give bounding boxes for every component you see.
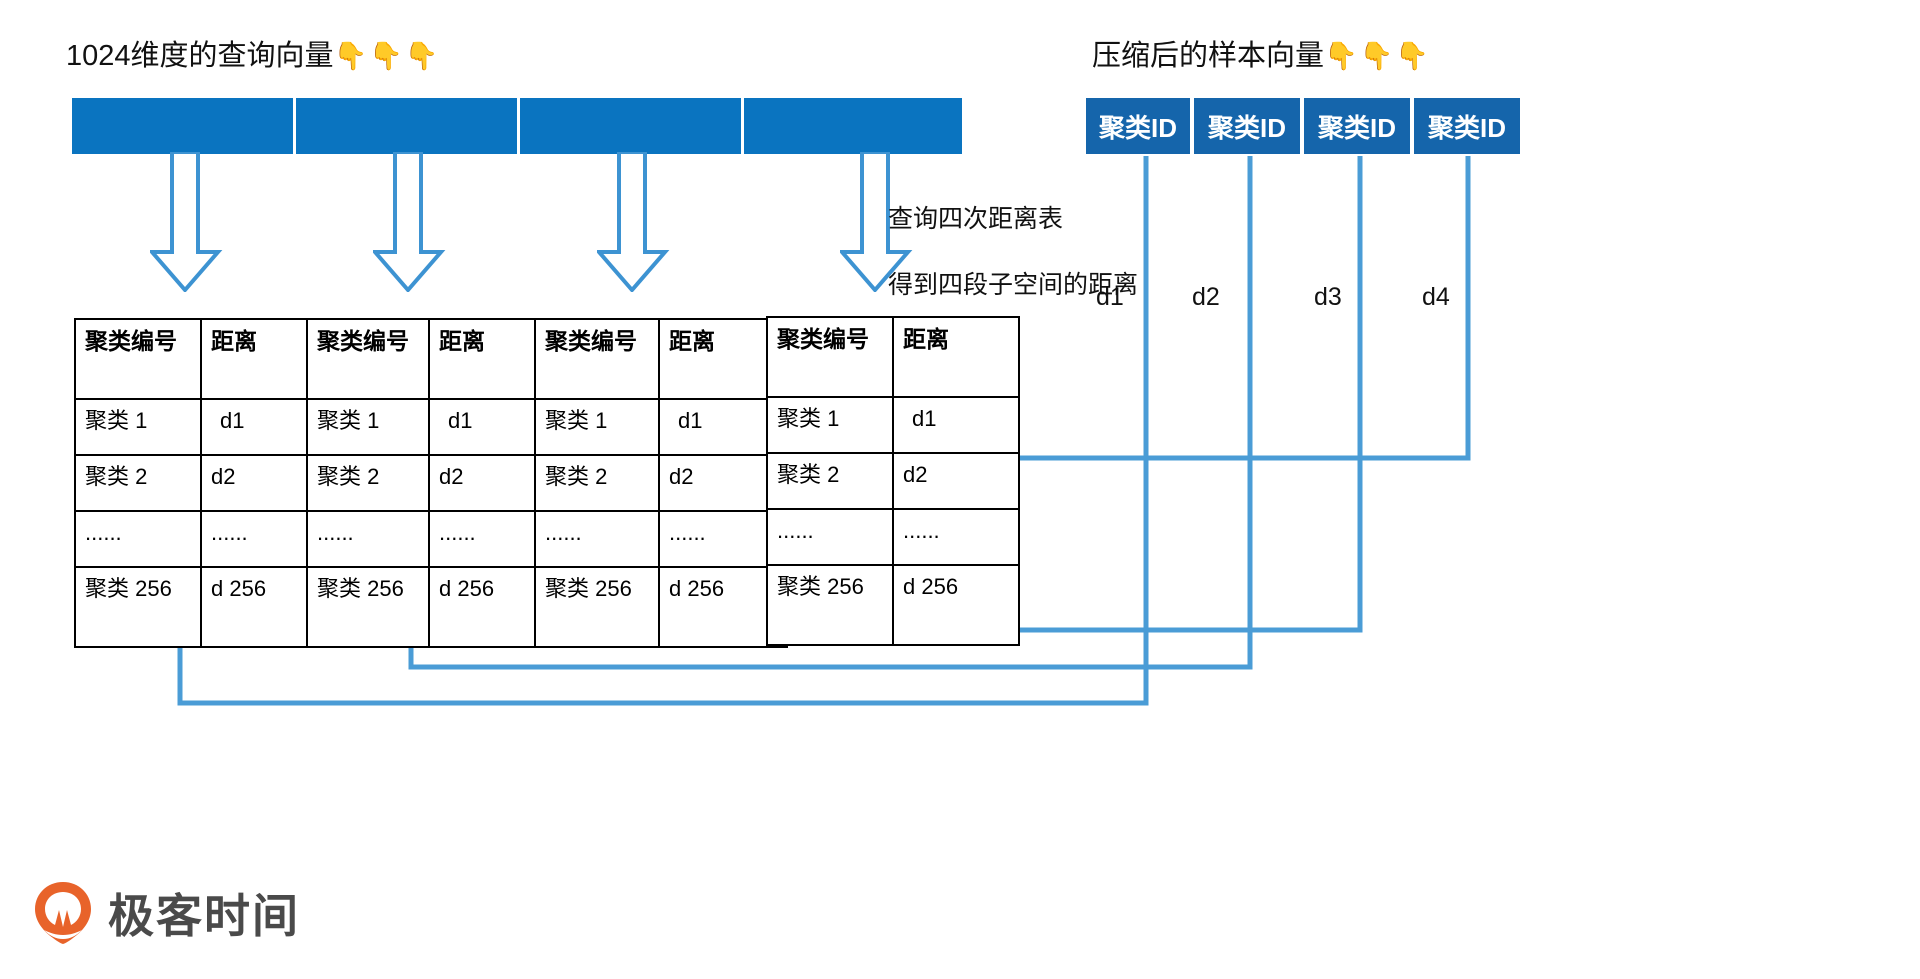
table-row: 聚类 1 d1 — [74, 398, 324, 456]
query-note: 查询四次距离表 得到四段子空间的距离 — [888, 170, 1138, 335]
compressed-vector-title-text: 压缩后的样本向量 — [1092, 40, 1325, 72]
cell-cluster: 聚类 2 — [74, 454, 202, 512]
connector-cell4-to-table4 — [985, 156, 1471, 478]
connector-cell1-to-table1 — [160, 156, 1149, 706]
cell-distance: d2 — [892, 452, 1020, 510]
cell-distance: d 256 — [200, 566, 324, 648]
distance-table-2: 聚类编号 距离 聚类 1 d1 聚类 2 d2 ...... ...... 聚类… — [306, 318, 560, 648]
table-row: 聚类 256 d 256 — [306, 566, 560, 648]
pointing-down-icon-group-left: 👇👇👇 — [333, 41, 441, 71]
cell-distance: ...... — [892, 508, 1020, 566]
table-row: 聚类 2 d2 — [74, 454, 324, 512]
table-header-row: 聚类编号 距离 — [766, 316, 1020, 398]
query-vector-segment-1 — [72, 98, 296, 154]
table-row: 聚类 2 d2 — [306, 454, 560, 512]
query-note-line-1: 查询四次距离表 — [888, 205, 1064, 233]
cell-cluster: 聚类 1 — [74, 398, 202, 456]
table-row: 聚类 1 d1 — [766, 396, 1020, 454]
cell-cluster: ...... — [766, 508, 894, 566]
table-row: 聚类 256 d 256 — [766, 564, 1020, 646]
cell-distance: ...... — [200, 510, 324, 568]
distance-label-d1: d1 — [1096, 283, 1124, 311]
hollow-down-arrow-3 — [597, 152, 670, 292]
compressed-vector-title: 压缩后的样本向量👇👇👇 — [1092, 32, 1431, 74]
query-vector-segment-3 — [520, 98, 744, 154]
table-row: 聚类 1 d1 — [534, 398, 788, 456]
cell-cluster: 聚类 256 — [306, 566, 430, 648]
query-vector-title-text: 1024维度的查询向量 — [66, 40, 334, 72]
query-vector-segment-2 — [296, 98, 520, 154]
header-distance: 距离 — [892, 316, 1020, 398]
table-row: ...... ...... — [306, 510, 560, 568]
cluster-id-cell-2: 聚类ID — [1194, 98, 1304, 154]
header-cluster-id: 聚类编号 — [534, 318, 660, 400]
cell-cluster: 聚类 2 — [306, 454, 430, 512]
cell-cluster: 聚类 1 — [766, 396, 894, 454]
table-row: ...... ...... — [534, 510, 788, 568]
hollow-down-arrow-4 — [840, 152, 913, 292]
cell-distance: d 256 — [892, 564, 1020, 646]
query-vector-segment-4 — [744, 98, 962, 154]
header-distance: 距离 — [200, 318, 324, 400]
cell-cluster: 聚类 256 — [74, 566, 202, 648]
table-row: 聚类 2 d2 — [534, 454, 788, 512]
cell-cluster: ...... — [306, 510, 430, 568]
header-cluster-id: 聚类编号 — [766, 316, 894, 398]
table-row: 聚类 2 d2 — [766, 452, 1020, 510]
cell-cluster: 聚类 2 — [534, 454, 660, 512]
cell-cluster: ...... — [74, 510, 202, 568]
cell-cluster: ...... — [534, 510, 660, 568]
distance-label-d4: d4 — [1422, 283, 1450, 311]
table-header-row: 聚类编号 距离 — [534, 318, 788, 400]
table-row: 聚类 256 d 256 — [534, 566, 788, 648]
cluster-id-cell-4: 聚类ID — [1414, 98, 1520, 154]
header-cluster-id: 聚类编号 — [74, 318, 202, 400]
pointing-down-icon-group-right: 👇👇👇 — [1324, 41, 1431, 71]
cell-cluster: 聚类 1 — [306, 398, 430, 456]
cell-cluster: 聚类 2 — [766, 452, 894, 510]
cell-cluster: 聚类 256 — [534, 566, 660, 648]
cell-cluster: 聚类 1 — [534, 398, 660, 456]
hollow-down-arrow-2 — [373, 152, 446, 292]
table-header-row: 聚类编号 距离 — [306, 318, 560, 400]
table-row: 聚类 256 d 256 — [74, 566, 324, 648]
cell-distance: d1 — [892, 396, 1020, 454]
distance-label-d2: d2 — [1192, 283, 1220, 311]
header-cluster-id: 聚类编号 — [306, 318, 430, 400]
geektime-logo-icon — [35, 882, 91, 944]
cell-distance: d2 — [200, 454, 324, 512]
geektime-logo: 极客时间 — [32, 880, 300, 946]
distance-label-d3: d3 — [1314, 283, 1342, 311]
table-row: 聚类 1 d1 — [306, 398, 560, 456]
cell-distance: d1 — [200, 398, 324, 456]
distance-table-3: 聚类编号 距离 聚类 1 d1 聚类 2 d2 ...... ...... 聚类… — [534, 318, 788, 648]
table-header-row: 聚类编号 距离 — [74, 318, 324, 400]
cluster-id-cell-1: 聚类ID — [1086, 98, 1194, 154]
cell-cluster: 聚类 256 — [766, 564, 894, 646]
query-vector-title: 1024维度的查询向量👇👇👇 — [66, 32, 440, 74]
hollow-down-arrow-1 — [150, 152, 223, 292]
distance-table-4: 聚类编号 距离 聚类 1 d1 聚类 2 d2 ...... ...... 聚类… — [766, 316, 1020, 646]
compressed-vector-row: 聚类ID 聚类ID 聚类ID 聚类ID — [1086, 98, 1520, 154]
geektime-logo-text: 极客时间 — [108, 890, 300, 942]
cluster-id-cell-3: 聚类ID — [1304, 98, 1414, 154]
table-row: ...... ...... — [766, 508, 1020, 566]
query-vector-bar — [72, 98, 962, 154]
distance-table-1: 聚类编号 距离 聚类 1 d1 聚类 2 d2 ...... ...... 聚类… — [74, 318, 324, 648]
query-note-line-2: 得到四段子空间的距离 — [888, 271, 1139, 299]
table-row: ...... ...... — [74, 510, 324, 568]
